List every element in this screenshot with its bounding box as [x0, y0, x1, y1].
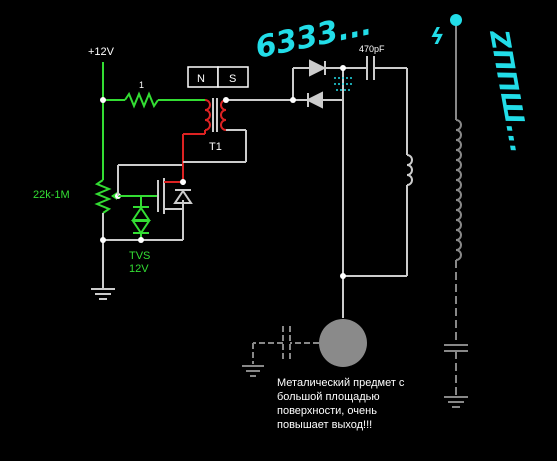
ground-symbol-right [444, 396, 468, 408]
junction-dot [100, 237, 106, 243]
capacitor-470pf [366, 56, 408, 155]
junction-dot [340, 65, 346, 71]
magnet [187, 66, 249, 88]
note-line-4: повышает выход!!! [277, 419, 372, 431]
note-line-2: большой площадью [277, 391, 380, 403]
spark-gap [334, 77, 352, 91]
tvs-label-line1: TVS [129, 250, 150, 262]
pot-wiper-arrow [111, 192, 117, 200]
resistor-1 [124, 91, 159, 109]
mosfet-body-diode [173, 189, 193, 204]
ground-symbol-sphere [242, 365, 264, 377]
tesla-primary-coil [343, 154, 413, 277]
tesla-secondary [444, 22, 468, 395]
resistor-label: 1 [139, 80, 144, 90]
scrawl-right: ZППШ... [483, 27, 534, 155]
note-line-3: поверхности, очень [277, 405, 377, 417]
mosfet [157, 134, 184, 240]
junction-dot [223, 97, 229, 103]
note-line-1: Металический предмет с [277, 377, 405, 389]
scrawl-left: 6333... [252, 7, 374, 66]
transformer-t1 [183, 98, 293, 163]
diode-pair [292, 59, 367, 318]
transformer-label: T1 [209, 141, 222, 153]
topload-spark [450, 14, 462, 26]
magnet-s-label: S [229, 73, 236, 85]
junction-dot [340, 273, 346, 279]
metal-sphere [319, 319, 367, 367]
supply-label: +12V [88, 46, 115, 58]
scrawl-lightning-bolt: ϟ [430, 25, 445, 50]
junction-dot [100, 97, 106, 103]
capacitor-label: 470pF [359, 44, 385, 54]
junction-dot [180, 179, 186, 185]
supply-rail [102, 62, 125, 180]
magnet-n-label: N [197, 73, 205, 85]
tvs-diode [118, 195, 158, 240]
junction-dot [290, 97, 296, 103]
potentiometer [94, 179, 112, 214]
junction-dot [138, 237, 144, 243]
pot-label: 22k-1M [33, 189, 70, 201]
tvs-label-line2: 12V [129, 263, 149, 275]
ground-symbol-left [91, 288, 115, 300]
sphere-ground-capacitor [252, 326, 319, 364]
